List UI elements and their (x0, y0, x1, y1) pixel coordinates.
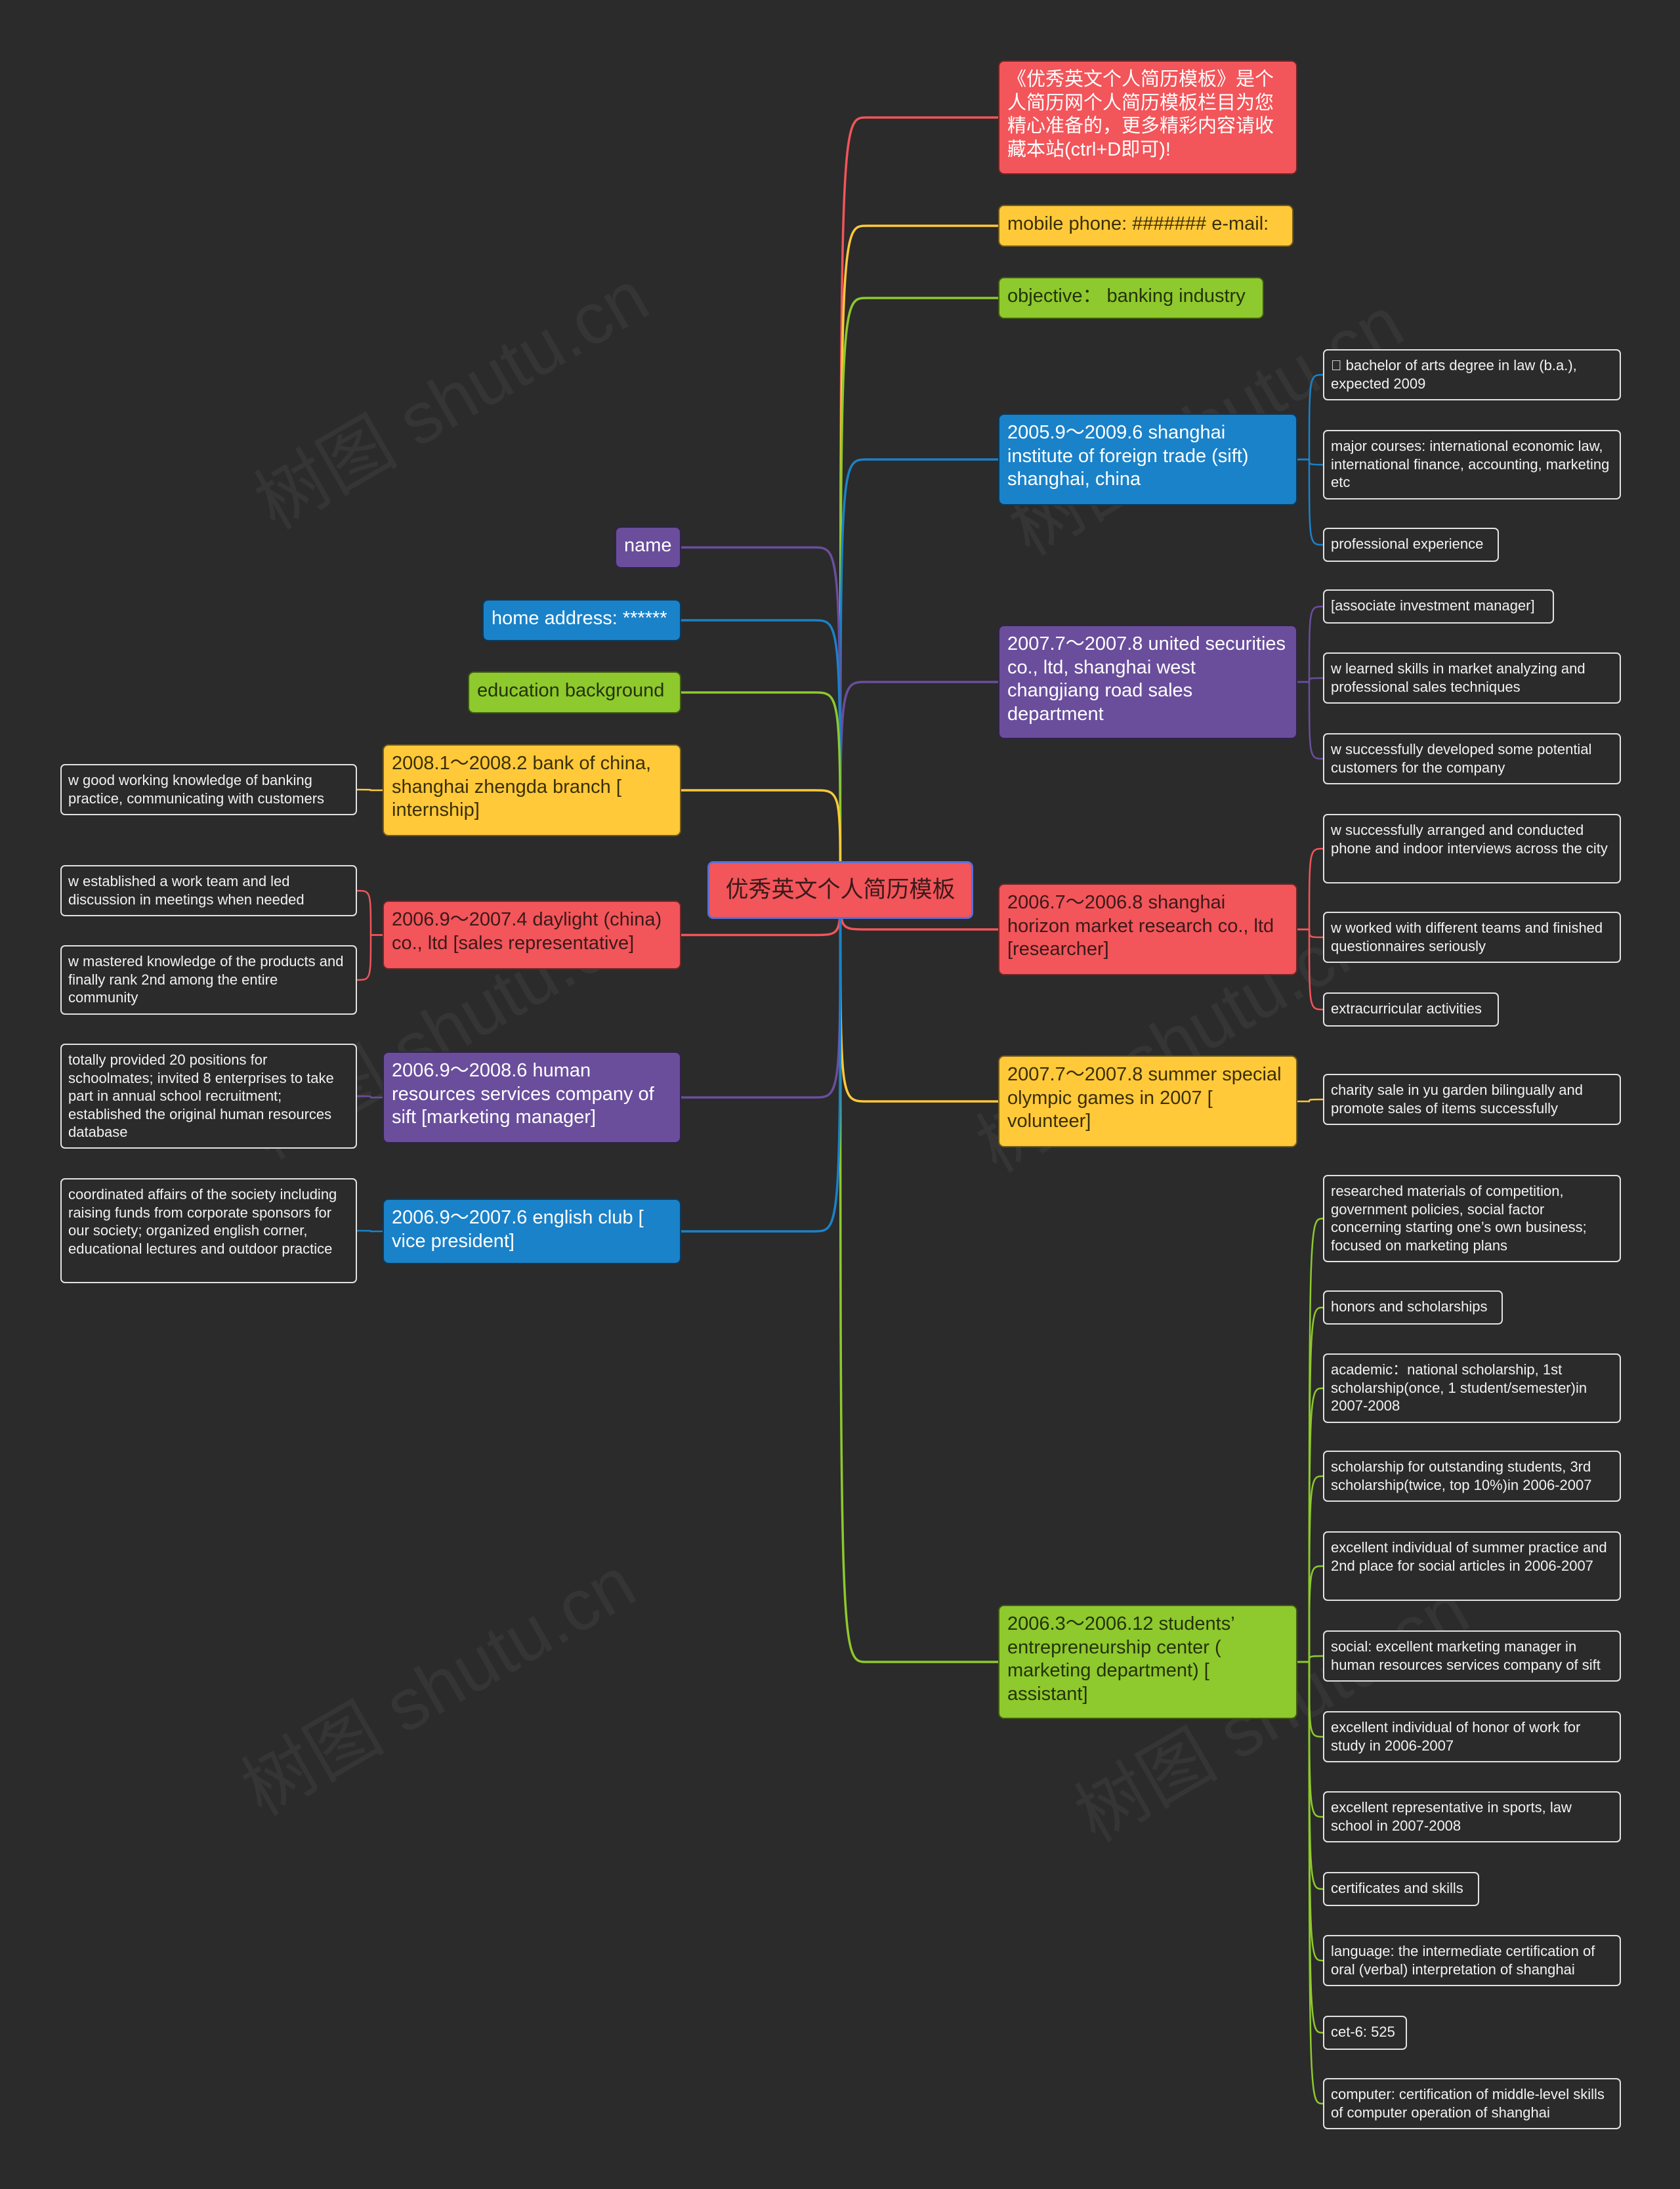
left-branch-0-name[interactable]: name (615, 526, 681, 568)
branch-label: 2006.3～2006.12 students’ entrepreneurshi… (1007, 1613, 1234, 1705)
child-label: w learned skills in market analyzing and… (1331, 660, 1586, 695)
right-branch-4-child-2[interactable]: w successfully developed some potential … (1323, 733, 1621, 784)
right-branch-7-child-5[interactable]: social: excellent marketing manager in h… (1323, 1630, 1621, 1682)
right-branch-7-child-8[interactable]: certificates and skills (1323, 1872, 1479, 1906)
left-branch-6-child-0[interactable]: coordinated affairs of the society inclu… (60, 1178, 357, 1283)
left-branch-5-child-0[interactable]: totally provided 20 positions for school… (60, 1044, 357, 1149)
right-branch-6-child-0[interactable]: charity sale in yu garden bilingually an… (1323, 1074, 1621, 1125)
child-label: totally provided 20 positions for school… (68, 1052, 334, 1140)
right-branch-3-child-2[interactable]: professional experience (1323, 528, 1499, 562)
root-topic-label: 优秀英文个人简历模板 (725, 877, 956, 903)
branch-label: 2006.9～2007.4 daylight (china) co., ltd … (392, 909, 662, 954)
right-branch-3-2005-9-2009-6-shanghai-institute-of-fore[interactable]: 2005.9～2009.6 shanghai institute of fore… (998, 414, 1297, 505)
left-branch-5-2006-9-2008-6-human-resources-services-c[interactable]: 2006.9～2008.6 human resources services c… (383, 1052, 681, 1143)
child-label: w good working knowledge of banking prac… (68, 772, 325, 807)
child-label: excellent individual of summer practice … (1331, 1539, 1607, 1574)
left-branch-4-child-1[interactable]: w mastered knowledge of the products and… (60, 945, 357, 1015)
branch-label: name (624, 535, 672, 556)
child-label: language: the intermediate certification… (1331, 1943, 1595, 1978)
branch-label: 2005.9～2009.6 shanghai institute of fore… (1007, 422, 1249, 490)
right-branch-7-child-6[interactable]: excellent individual of honor of work fo… (1323, 1711, 1621, 1762)
child-label: w successfully arranged and conducted ph… (1331, 822, 1608, 857)
child-label: computer: certification of middle-level … (1331, 2086, 1605, 2121)
child-label: scholarship for outstanding students, 3r… (1331, 1458, 1592, 1493)
child-label: excellent representative in sports, law … (1331, 1799, 1572, 1834)
right-branch-2-objective-banking-industry[interactable]: objective： banking industry (998, 277, 1264, 319)
branch-label: objective： banking industry (1007, 286, 1246, 307)
right-branch-5-child-0[interactable]: w successfully arranged and conducted ph… (1323, 814, 1621, 883)
right-branch-7-child-10[interactable]: cet-6: 525 (1323, 2016, 1407, 2050)
child-label: social: excellent marketing manager in h… (1331, 1638, 1601, 1673)
right-branch-5-child-2[interactable]: extracurricular activities (1323, 992, 1499, 1027)
right-branch-7-2006-3-2006-12-students-entrepreneurship[interactable]: 2006.3～2006.12 students’ entrepreneurshi… (998, 1605, 1297, 1719)
right-branch-4-child-0[interactable]: [associate investment manager] (1323, 589, 1554, 624)
right-branch-7-child-4[interactable]: excellent individual of summer practice … (1323, 1531, 1621, 1601)
branch-label: 《优秀英文个人简历模板》是个人简历网个人简历模板栏目为您精心准备的，更多精彩内容… (1007, 69, 1274, 160)
child-label: major courses: international economic la… (1331, 438, 1610, 490)
child-label:  bachelor of arts degree in law (b.a.),… (1331, 357, 1577, 392)
right-branch-7-child-9[interactable]: language: the intermediate certification… (1323, 1935, 1621, 1986)
root-topic[interactable]: 优秀英文个人简历模板 (707, 861, 973, 919)
right-branch-7-child-7[interactable]: excellent representative in sports, law … (1323, 1791, 1621, 1842)
child-label: cet-6: 525 (1331, 2024, 1395, 2040)
child-label: honors and scholarships (1331, 1298, 1488, 1315)
child-label: professional experience (1331, 536, 1484, 552)
child-label: charity sale in yu garden bilingually an… (1331, 1082, 1584, 1116)
child-label: w mastered knowledge of the products and… (68, 953, 344, 1006)
branch-label: home address: ****** (492, 608, 667, 629)
left-branch-4-2006-9-2007-4-daylight-china-co-ltd-sale[interactable]: 2006.9～2007.4 daylight (china) co., ltd … (383, 901, 681, 969)
right-branch-3-child-0[interactable]:  bachelor of arts degree in law (b.a.),… (1323, 349, 1621, 400)
child-label: coordinated affairs of the society inclu… (68, 1186, 337, 1257)
child-label: w successfully developed some potential … (1331, 741, 1592, 776)
child-label: academic：national scholarship, 1st schol… (1331, 1361, 1587, 1414)
right-branch-0-ctrl-d[interactable]: 《优秀英文个人简历模板》是个人简历网个人简历模板栏目为您精心准备的，更多精彩内容… (998, 60, 1297, 175)
left-branch-2-education-background[interactable]: education background (468, 671, 681, 713)
left-branch-3-2008-1-2008-2-bank-of-china-shanghai-zhe[interactable]: 2008.1～2008.2 bank of china, shanghai zh… (383, 744, 681, 836)
right-branch-4-child-1[interactable]: w learned skills in market analyzing and… (1323, 652, 1621, 704)
branch-label: 2008.1～2008.2 bank of china, shanghai zh… (392, 753, 652, 821)
branch-label: 2007.7～2007.8 united securities co., ltd… (1007, 633, 1286, 725)
left-branch-6-2006-9-2007-6-english-club-vice-presiden[interactable]: 2006.9～2007.6 english club [ vice presid… (383, 1199, 681, 1264)
child-label: certificates and skills (1331, 1880, 1463, 1896)
branch-label: 2006.9～2007.6 english club [ vice presid… (392, 1207, 644, 1252)
right-branch-4-2007-7-2007-8-united-securities-co-ltd-s[interactable]: 2007.7～2007.8 united securities co., ltd… (998, 625, 1297, 739)
child-label: researched materials of competition, gov… (1331, 1183, 1587, 1254)
child-label: w worked with different teams and finish… (1331, 920, 1603, 954)
right-branch-7-child-11[interactable]: computer: certification of middle-level … (1323, 2078, 1621, 2129)
branch-label: 2006.9～2008.6 human resources services c… (392, 1060, 654, 1128)
left-branch-4-child-0[interactable]: w established a work team and led discus… (60, 865, 357, 916)
right-branch-1-mobile-phone-e-mail[interactable]: mobile phone: ####### e-mail: (998, 205, 1293, 247)
left-branch-1-home-address[interactable]: home address: ****** (482, 599, 681, 641)
child-label: excellent individual of honor of work fo… (1331, 1719, 1581, 1754)
child-label: w established a work team and led discus… (68, 873, 304, 908)
right-branch-7-child-1[interactable]: honors and scholarships (1323, 1290, 1503, 1325)
branch-label: 2007.7～2007.8 summer special olympic gam… (1007, 1064, 1282, 1132)
right-branch-3-child-1[interactable]: major courses: international economic la… (1323, 430, 1621, 499)
right-branch-7-child-0[interactable]: researched materials of competition, gov… (1323, 1175, 1621, 1262)
branch-label: mobile phone: ####### e-mail: (1007, 213, 1269, 234)
child-label: extracurricular activities (1331, 1000, 1482, 1017)
right-branch-7-child-2[interactable]: academic：national scholarship, 1st schol… (1323, 1353, 1621, 1423)
right-branch-5-2006-7-2006-8-shanghai-horizon-market-re[interactable]: 2006.7～2006.8 shanghai horizon market re… (998, 883, 1297, 975)
branch-label: 2006.7～2006.8 shanghai horizon market re… (1007, 892, 1274, 960)
left-branch-3-child-0[interactable]: w good working knowledge of banking prac… (60, 764, 357, 815)
right-branch-5-child-1[interactable]: w worked with different teams and finish… (1323, 912, 1621, 963)
right-branch-7-child-3[interactable]: scholarship for outstanding students, 3r… (1323, 1451, 1621, 1502)
branch-label: education background (477, 680, 665, 701)
child-label: [associate investment manager] (1331, 597, 1535, 614)
right-branch-6-2007-7-2007-8-summer-special-olympic-gam[interactable]: 2007.7～2007.8 summer special olympic gam… (998, 1055, 1297, 1147)
